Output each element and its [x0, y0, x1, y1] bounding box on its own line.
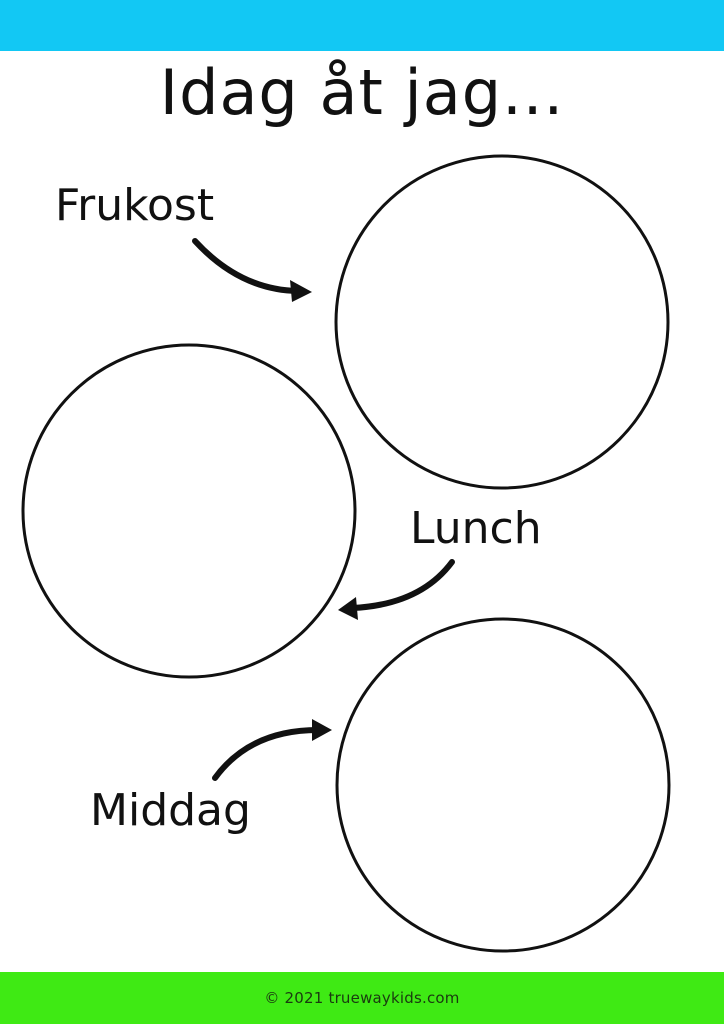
dinner-arrow-icon	[212, 719, 332, 781]
breakfast-arrow-icon	[192, 238, 312, 302]
page-title: Idag åt jag...	[159, 56, 565, 129]
lunch-label: Lunch	[410, 503, 542, 554]
top-color-bar	[0, 0, 724, 51]
dinner-label: Middag	[90, 785, 251, 836]
lunch-drawing-circle[interactable]	[21, 343, 357, 679]
footer-bar: © 2021 truewaykids.com	[0, 972, 724, 1024]
breakfast-label: Frukost	[55, 180, 215, 231]
lunch-arrow-icon	[338, 559, 455, 620]
breakfast-drawing-circle[interactable]	[334, 154, 670, 490]
copyright-text: © 2021 truewaykids.com	[264, 989, 460, 1007]
dinner-drawing-circle[interactable]	[335, 617, 671, 953]
